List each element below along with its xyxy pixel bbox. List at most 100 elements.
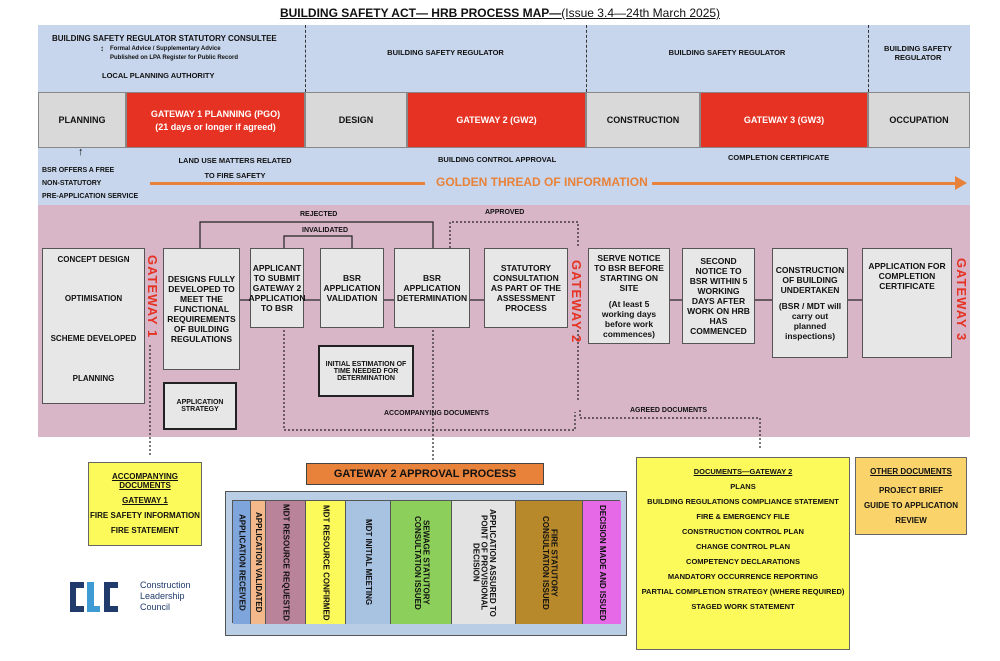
regulator-design-label: BUILDING SAFETY REGULATOR	[387, 48, 504, 57]
gw2-docs-item: MANDATORY OCCURRENCE REPORTING	[667, 572, 819, 581]
gw2-docs-item: PLANS	[730, 482, 756, 491]
completion-box: APPLICATION FOR COMPLETION CERTIFICATE	[862, 248, 952, 358]
page-title: BUILDING SAFETY ACT— HRB PROCESS MAP—(Is…	[0, 6, 1000, 20]
approved-label: APPROVED	[485, 209, 525, 216]
gw2-step: MDT RESOURCE REQUESTED	[266, 501, 306, 624]
gw2-step: MDT RESOURCE CONFIRMED	[306, 501, 346, 624]
golden-thread-arrow-icon	[955, 176, 967, 190]
bsr-offer: BSR OFFERS A FREE NON-STATUTORY PRE-APPL…	[42, 164, 138, 203]
concept-step: CONCEPT DESIGN	[57, 255, 130, 264]
bidirectional-arrow-icon: ↕	[100, 44, 104, 53]
gw2-step: APPLICATION ASSURED TO POINT OF PROVISIO…	[452, 501, 516, 624]
statutory-box: STATUTORY CONSULTATION AS PART OF THE AS…	[484, 248, 568, 328]
gw2-process-steps: APPLICATION RECEIVED APPLICATION VALIDAT…	[232, 500, 621, 624]
invalidated-label: INVALIDATED	[302, 227, 349, 234]
initial-estimation-box: INITIAL ESTIMATION OF TIME NEEDED FOR DE…	[318, 345, 414, 397]
gateway-3-vertical-label: GATEWAY 3	[954, 258, 969, 342]
stage-construction: CONSTRUCTION	[586, 92, 700, 148]
golden-thread-line	[652, 182, 957, 185]
regulator-construction-label: BUILDING SAFETY REGULATOR	[668, 48, 786, 57]
regulator-occupation-label: BUILDING SAFETY REGULATOR	[884, 44, 952, 62]
invalidated-loop	[283, 235, 353, 248]
gw2-step: MDT INITIAL MEETING	[346, 501, 391, 624]
lpa-label: LOCAL PLANNING AUTHORITY	[102, 71, 215, 80]
bsr-offer-line: BSR OFFERS A FREE	[42, 167, 115, 174]
gw2-docs-item: PARTIAL COMPLETION STRATEGY (WHERE REQUI…	[641, 587, 845, 596]
stage-design: DESIGN	[305, 92, 407, 148]
gw2-docs-item: BUILDING REGULATIONS COMPLIANCE STATEMEN…	[647, 497, 839, 506]
other-docs-heading: OTHER DOCUMENTS	[870, 467, 952, 476]
serve-notice-sub: (At least 5 working days before work com…	[601, 299, 657, 339]
agreed-connector	[579, 410, 761, 450]
other-docs: OTHER DOCUMENTS PROJECT BRIEF GUIDE TO A…	[855, 457, 967, 535]
clc-logo-line: Council	[140, 602, 171, 612]
rejected-loop	[199, 221, 434, 250]
gw2-docs: DOCUMENTS—GATEWAY 2 PLANS BUILDING REGUL…	[636, 457, 850, 650]
other-docs-item: PROJECT BRIEF	[878, 486, 943, 495]
gw2-docs-item: COMPETENCY DECLARATIONS	[686, 557, 800, 566]
info-band	[38, 148, 970, 205]
stage-gateway-2: GATEWAY 2 (GW2)	[407, 92, 586, 148]
other-docs-item: REVIEW	[895, 516, 927, 525]
stage-gateway-3: GATEWAY 3 (GW3)	[700, 92, 868, 148]
accompanying-docs-item: FIRE STATEMENT	[110, 526, 180, 535]
land-use-label: LAND USE MATTERS RELATED TO FIRE SAFETY	[160, 153, 310, 183]
clc-logo-line: Construction	[140, 580, 191, 590]
gw2-step: APPLICATION RECEIVED	[233, 501, 251, 624]
rejected-label: REJECTED	[300, 211, 338, 218]
clc-logo-line: Leadership	[140, 591, 185, 601]
gw2-step: SEWAGE STATUTORY CONSULTATION ISSUED	[391, 501, 452, 624]
gw2-docs-item: FIRE & EMERGENCY FILE	[696, 512, 790, 521]
accompanying-docs-item: FIRE SAFETY INFORMATION	[90, 511, 200, 520]
concept-box	[42, 248, 145, 404]
gw2-process-title: GATEWAY 2 APPROVAL PROCESS	[306, 463, 544, 485]
golden-thread-line	[150, 182, 425, 185]
clc-logo-icon	[70, 582, 118, 612]
stage-gateway-1-sub: (21 days or longer if agreed)	[155, 121, 276, 132]
stage-gateway-1-label: GATEWAY 1 PLANNING (PGO)	[150, 108, 281, 119]
advice-line-1: Formal Advice / Supplementary Advice	[110, 46, 221, 52]
gw2-step: APPLICATION VALIDATED	[251, 501, 266, 624]
applicant-box: APPLICANT TO SUBMIT GATEWAY 2 APPLICATIO…	[249, 248, 306, 328]
gw2-step: DECISION MADE AND ISSUED	[583, 501, 621, 624]
gw2-docs-item: CONSTRUCTION CONTROL PLAN	[682, 527, 804, 536]
completion-label: COMPLETION CERTIFICATE	[728, 153, 830, 162]
stage-occupation: OCCUPATION	[868, 92, 970, 148]
advice-line-2: Published on LPA Register for Public Rec…	[110, 55, 239, 61]
divider	[305, 25, 306, 92]
stage-planning: PLANNING	[38, 92, 126, 148]
top-band	[38, 25, 970, 92]
clc-logo-text: Construction Leadership Council	[140, 580, 191, 613]
other-docs-item: GUIDE TO APPLICATION	[863, 501, 959, 510]
serve-notice-box: SERVE NOTICE TO BSR BEFORE STARTING ON S…	[588, 248, 670, 344]
land-use-line: TO FIRE SAFETY	[204, 171, 266, 180]
bsr-offer-line: PRE-APPLICATION SERVICE	[42, 193, 139, 200]
concept-step: SCHEME DEVELOPED	[50, 334, 137, 343]
construction-text: CONSTRUCTION OF BUILDING UNDERTAKEN	[775, 265, 845, 295]
second-notice-box: SECOND NOTICE TO BSR WITHIN 5 WORKING DA…	[682, 248, 755, 344]
determination-box: BSR APPLICATION DETERMINATION	[394, 248, 470, 328]
gateway-1-vertical-label: GATEWAY 1	[145, 255, 160, 339]
accompanying-connector	[283, 330, 576, 431]
construction-sub: (BSR / MDT will carry out planned inspec…	[778, 301, 842, 341]
application-strategy-box: APPLICATION STRATEGY	[163, 382, 237, 430]
building-control-label: BUILDING CONTROL APPROVAL	[438, 155, 557, 164]
approved-connector	[449, 221, 579, 248]
divider	[586, 25, 587, 92]
gw2-docs-item: STAGED WORK STATEMENT	[691, 602, 795, 611]
validation-box: BSR APPLICATION VALIDATION	[320, 248, 384, 328]
accompanying-flow-label: ACCOMPANYING DOCUMENTS	[384, 410, 489, 417]
up-arrow-icon: ↑	[78, 146, 84, 158]
accompanying-docs-heading: ACCOMPANYING DOCUMENTS	[111, 472, 179, 490]
clc-logo-mark	[68, 580, 128, 614]
consultee-label: BUILDING SAFETY REGULATOR STATUTORY CONS…	[52, 34, 277, 43]
concept-step: OPTIMISATION	[64, 294, 123, 303]
golden-thread-label: GOLDEN THREAD OF INFORMATION	[436, 175, 648, 189]
designs-box: DESIGNS FULLY DEVELOPED TO MEET THE FUNC…	[163, 248, 240, 370]
title-main: BUILDING SAFETY ACT— HRB PROCESS MAP—	[279, 6, 562, 20]
title-issue: (Issue 3.4—24th March 2025)	[561, 6, 721, 20]
gateway-2-vertical-label: GATEWAY 2	[569, 260, 584, 344]
agreed-label: AGREED DOCUMENTS	[630, 407, 708, 414]
stage-gateway-1: GATEWAY 1 PLANNING (PGO) (21 days or lon…	[126, 92, 305, 148]
serve-notice-text: SERVE NOTICE TO BSR BEFORE STARTING ON S…	[594, 253, 664, 293]
